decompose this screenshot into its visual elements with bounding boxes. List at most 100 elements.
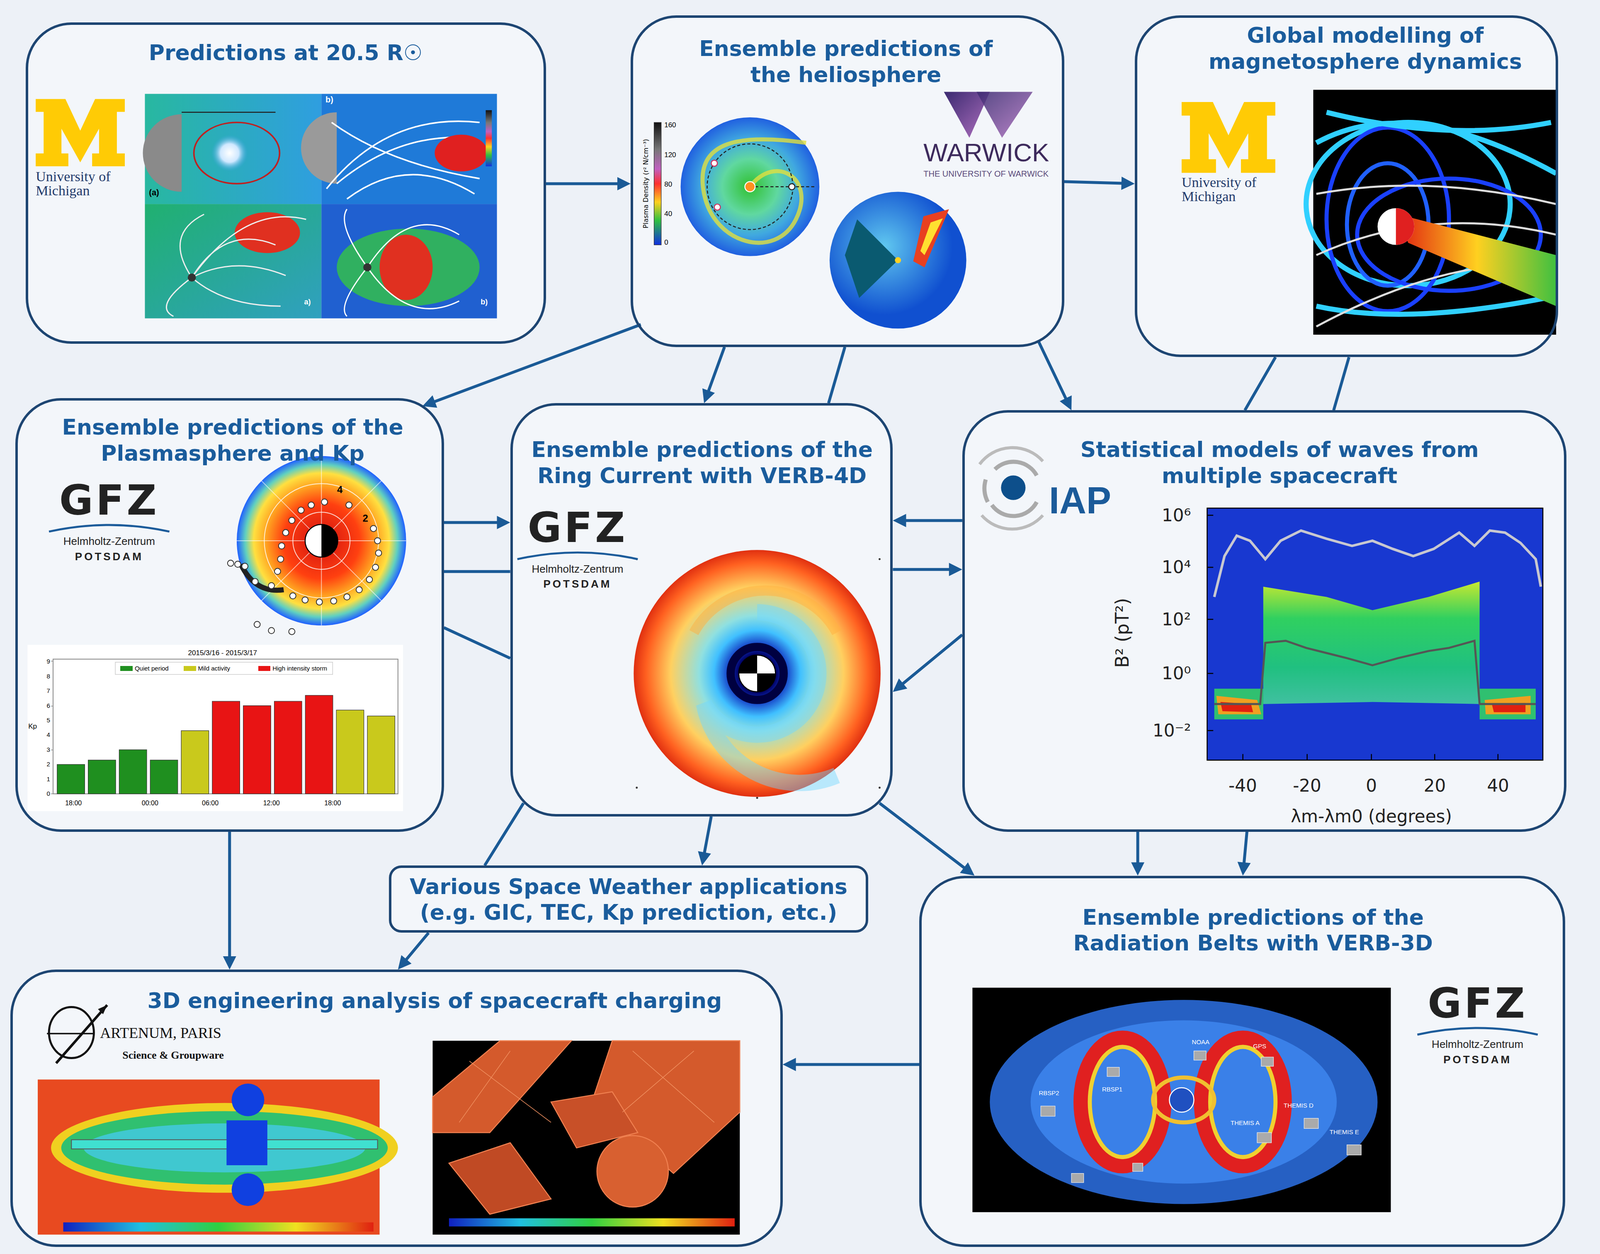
chart-label: 2015/3/16 - 2015/3/17 [188, 649, 258, 658]
connector [1064, 176, 1135, 190]
chart-label: 5 [46, 716, 51, 724]
connector-line [434, 324, 641, 402]
wave-statistics-chart-part-part [1206, 566, 1214, 568]
chart-label: 06:00 [201, 799, 219, 807]
plasmasphere-plot-part-part [375, 549, 382, 556]
wave-statistics-chart-part-part [1206, 672, 1214, 674]
logo-text: IAP [1048, 481, 1112, 520]
rounded-box: 3D engineering analysis of spacecraft ch… [10, 969, 783, 1247]
chart-label: 0 [1365, 776, 1377, 796]
spacecraft-charging-images-part [61, 1111, 389, 1185]
kp-bar-chart-part-part [212, 701, 240, 794]
connector-line [902, 634, 963, 685]
chart-label: 3 [46, 746, 51, 754]
ring-current-plot-part-part [878, 786, 881, 789]
kp-bar-chart-part [27, 644, 404, 811]
connector [1245, 356, 1276, 411]
radiation-belt-image-part-part [1193, 1050, 1207, 1060]
wave-statistics-chart-part [1214, 530, 1542, 597]
wave-statistics-chart-part-part [1206, 514, 1214, 516]
heliosphere-plots-part [702, 139, 807, 243]
plasmasphere-plot-part-part [234, 560, 241, 568]
connector-line [892, 568, 950, 571]
kp-bar-chart-part-part [367, 716, 395, 794]
radiation-belt-image-part [1081, 1038, 1164, 1166]
plasmasphere-plot-part-part [374, 537, 381, 544]
plasmasphere-plot-part-part [372, 564, 379, 571]
warwick-logo-part [976, 91, 1033, 138]
heliosphere-plots [654, 117, 967, 329]
chart-label: 40 [1486, 776, 1509, 796]
plasmasphere-plot-part-part [343, 593, 350, 600]
kp-bar-chart-part-part [118, 749, 147, 794]
kp-bar-chart-part-part [57, 764, 85, 794]
radiation-belt-image-part-part [1261, 1056, 1274, 1066]
arrow-head [1121, 176, 1135, 190]
chart-label: 10² [1161, 609, 1191, 629]
cme-simulation-panels-part [187, 273, 197, 282]
wave-statistics-chart-part [1206, 507, 1543, 760]
kp-bar-chart-part-part [336, 709, 364, 794]
spacecraft-charging-images-part [231, 1173, 265, 1207]
legend-swatch [258, 665, 271, 671]
box-fill-part [962, 410, 1567, 832]
chart-label: B² (pT²) [1112, 597, 1133, 668]
plasmasphere-plot-part-part [288, 628, 295, 635]
box-fill-part [1134, 15, 1559, 357]
radiation-belt-image-part-part [1071, 1173, 1084, 1183]
cme-simulation-panels-part [194, 122, 280, 184]
connector [484, 803, 524, 866]
chart-label: GPS [1252, 1042, 1267, 1050]
arrow-head [1059, 395, 1072, 411]
chart-label: 7 [46, 687, 51, 695]
ring-current-plot-part-part [635, 786, 638, 789]
connector [782, 1057, 920, 1071]
box-heading: Global modelling of magnetosphere dynami… [1178, 22, 1552, 75]
logo-text: POTSDAM [511, 578, 644, 590]
chart-label: 18:00 [65, 799, 82, 807]
legend-swatch [120, 665, 133, 671]
chart-label: 40 [664, 210, 673, 219]
rounded-box: Ensemble predictions of the Plasmasphere… [15, 398, 445, 832]
plasmasphere-plot-part-part [366, 576, 373, 583]
kp-bar-chart-part-part [305, 695, 333, 794]
box-heading: Predictions at 20.5 R☉ [47, 39, 525, 66]
connector [1131, 831, 1145, 876]
plasmasphere-plot-part-part [316, 598, 323, 605]
cme-simulation-panels-part [321, 93, 497, 204]
plasmasphere-plot-part-part [356, 586, 363, 593]
connector [1237, 831, 1251, 876]
connector-line [879, 803, 965, 869]
iap-logo-part [979, 447, 1044, 464]
box-heading: Ensemble predictions of the heliosphere [684, 35, 1008, 88]
magnetosphere-image-part [1396, 208, 1415, 246]
plasmasphere-plot-part-part [268, 627, 275, 634]
chart-label: 2 [46, 760, 51, 768]
legend-text: High intensity storm [272, 665, 328, 673]
magnetosphere-image-part [1377, 208, 1415, 246]
chart-label: RBSP2 [1038, 1089, 1059, 1097]
artenum-logo-part [48, 1007, 94, 1059]
logo-text: THE UNIVERSITY OF WARWICK [923, 169, 1049, 178]
box-fill-part [10, 969, 783, 1247]
kp-bar-chart-part [53, 659, 399, 794]
magnetosphere-image [1306, 89, 1557, 336]
magnetosphere-image-part [1398, 214, 1557, 306]
arrow-head [949, 562, 963, 576]
cme-simulation-panels-part [434, 134, 488, 172]
box-fill [10, 15, 1567, 1247]
logo-text: Helmholtz-Zentrum [1411, 1038, 1545, 1050]
chart-label: 10⁻² [1152, 721, 1191, 741]
chart-label: 8 [46, 672, 51, 680]
wave-statistics-chart-part [1214, 640, 1536, 705]
chart-label: 18:00 [324, 799, 341, 807]
connector-line [1136, 831, 1140, 864]
magnetosphere-image-part [1316, 185, 1557, 327]
spacecraft-charging-images-part [50, 1102, 399, 1193]
cme-simulation-panels-part [363, 263, 372, 272]
legend-swatch [183, 665, 197, 671]
radiation-belt-image-part-part [1257, 1132, 1272, 1143]
ring-current-plot-part [635, 558, 881, 799]
